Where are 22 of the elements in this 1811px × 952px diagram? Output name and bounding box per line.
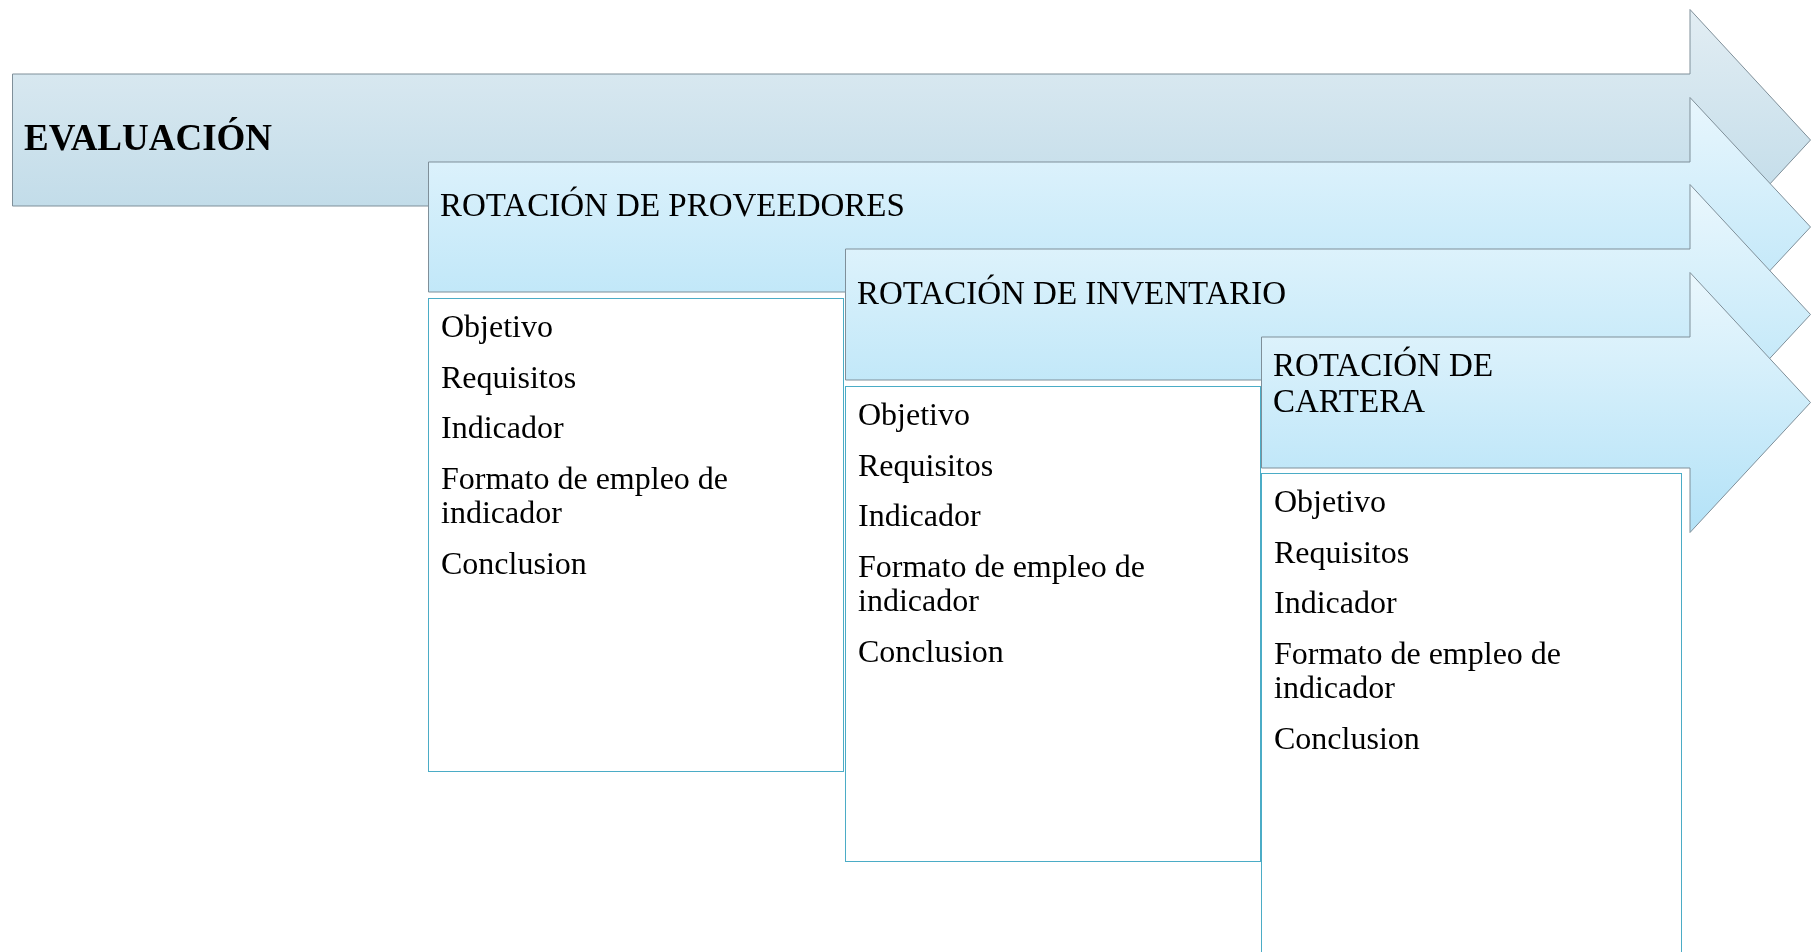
list-item: Formato de empleo de indicador: [441, 460, 730, 530]
list-item: Objetivo: [1274, 484, 1386, 519]
list-item: Indicador: [441, 410, 564, 445]
list-item: Objetivo: [441, 309, 553, 344]
list-item: Requisitos: [858, 447, 994, 483]
list-item: Formato de empleo de indicador: [1274, 635, 1563, 705]
list-item: Formato de empleo de indicador: [858, 548, 1147, 618]
list-item: Conclusion: [1274, 720, 1420, 756]
list-item: Objetivo: [858, 397, 970, 432]
list-item: Indicador: [1274, 585, 1397, 620]
stage-title: ROTACIÓN DE CARTERA: [1273, 347, 1495, 420]
list-panel: [428, 298, 844, 772]
list-panel: [845, 386, 1261, 862]
list-item: Conclusion: [441, 545, 587, 581]
stage-title: ROTACIÓN DE INVENTARIO: [857, 274, 1287, 311]
list-item: Requisitos: [441, 359, 577, 395]
list-item: Indicador: [858, 498, 981, 533]
list-item: Requisitos: [1274, 534, 1410, 570]
list-panel: [1261, 473, 1682, 952]
stage-title: ROTACIÓN DE PROVEEDORES: [440, 187, 905, 224]
list-item: Conclusion: [858, 633, 1004, 669]
stage-title: EVALUACIÓN: [24, 118, 273, 159]
